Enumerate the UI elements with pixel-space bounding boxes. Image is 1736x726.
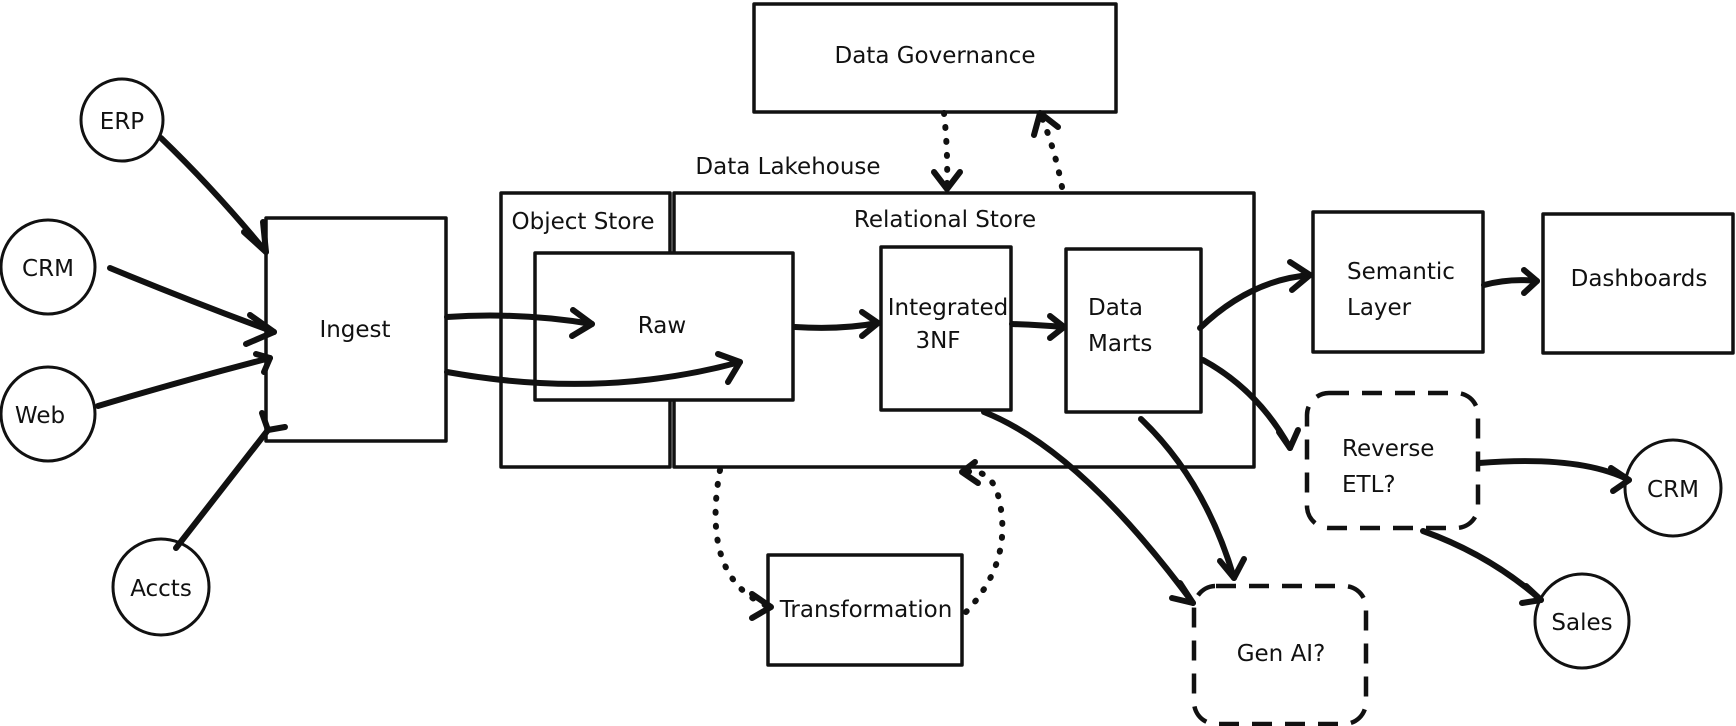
dashboards-label: Dashboards — [1571, 266, 1708, 292]
marts-to-semantic-arrow — [1197, 259, 1313, 331]
integrated-to-marts-arrow — [1009, 313, 1067, 341]
integrated-3nf-box — [879, 245, 1013, 412]
transformation-to-lakehouse-dotted-arrow — [959, 459, 1006, 615]
reverse-etl-label-line2: ETL? — [1342, 472, 1396, 498]
crm-source-label: CRM — [22, 256, 74, 282]
marts-to-gen-ai-arrow — [1138, 416, 1247, 581]
reverse-etl-label-line1: Reverse — [1342, 436, 1434, 462]
web-source-circle — [0, 365, 97, 463]
raw-label: Raw — [638, 313, 686, 339]
crm-target-label: CRM — [1647, 477, 1699, 503]
integrated-to-gen-ai-arrow — [981, 409, 1196, 606]
ingest-to-raw-arrow — [444, 307, 595, 339]
data-marts-label-line2: Marts — [1088, 331, 1152, 357]
erp-to-ingest-arrow — [158, 135, 269, 255]
data-governance-label: Data Governance — [835, 43, 1036, 69]
relational-store-label: Relational Store — [854, 207, 1036, 233]
lakehouse-to-transformation-dotted-arrow — [712, 467, 774, 621]
crm-to-ingest-arrow — [107, 265, 277, 347]
ingest-to-raw-lower-arrow — [444, 351, 743, 387]
semantic-layer-label-line1: Semantic — [1347, 259, 1455, 285]
data-governance-box — [752, 2, 1118, 114]
sales-target-label: Sales — [1551, 610, 1612, 636]
sales-target-circle — [1533, 572, 1631, 670]
marts-to-reverse-etl-arrow — [1200, 357, 1301, 451]
reverse-etl-to-crm-arrow — [1476, 458, 1632, 494]
web-to-ingest-arrow — [95, 351, 273, 409]
ingest-label: Ingest — [319, 317, 390, 343]
gen-ai-box — [1191, 583, 1369, 726]
erp-source-circle — [79, 77, 165, 163]
lakehouse-to-governance-dotted-arrow — [1031, 110, 1065, 190]
erp-source-label: ERP — [100, 109, 145, 135]
integrated-label-line2: 3NF — [915, 328, 960, 354]
semantic-to-dashboards-arrow — [1481, 267, 1540, 296]
ingest-box — [264, 216, 448, 443]
semantic-layer-box — [1311, 210, 1485, 354]
web-source-label: Web — [15, 403, 65, 429]
gen-ai-label: Gen AI? — [1237, 641, 1326, 667]
object-store-label: Object Store — [511, 209, 654, 235]
accts-source-label: Accts — [130, 576, 192, 602]
integrated-label-line1: Integrated — [888, 295, 1008, 321]
accts-source-circle — [111, 537, 211, 637]
crm-target-circle — [1623, 438, 1723, 538]
semantic-layer-label-line2: Layer — [1347, 295, 1412, 321]
dashboards-box — [1541, 212, 1735, 355]
governance-to-lakehouse-dotted-arrow — [931, 110, 963, 192]
data-marts-label-line1: Data — [1088, 295, 1143, 321]
transformation-label: Transformation — [779, 597, 953, 623]
data-marts-box — [1064, 247, 1203, 414]
data-lakehouse-title: Data Lakehouse — [695, 154, 880, 180]
raw-to-integrated-arrow — [792, 309, 881, 339]
accts-to-ingest-arrow — [173, 410, 288, 551]
reverse-etl-to-sales-arrow — [1420, 528, 1544, 606]
crm-source-circle — [0, 218, 97, 316]
